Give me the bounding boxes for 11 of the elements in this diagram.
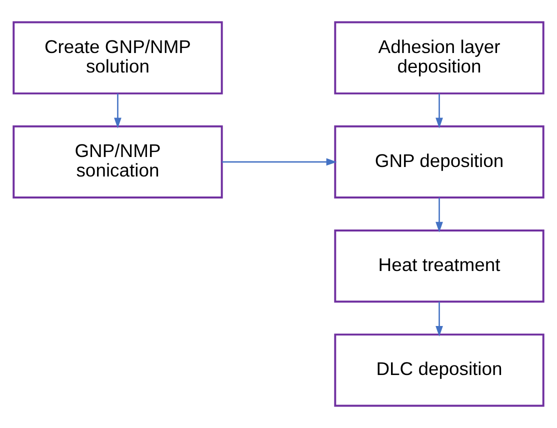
node-box: Heat treatment bbox=[334, 229, 544, 303]
node-box: Create GNP/NMP solution bbox=[12, 21, 223, 94]
node-box: Adhesion layer deposition bbox=[334, 21, 544, 94]
arrow bbox=[114, 94, 122, 128]
arrow bbox=[436, 198, 443, 232]
node-box: DLC deposition bbox=[334, 334, 544, 407]
arrow bbox=[222, 158, 337, 166]
node-box: GNP deposition bbox=[334, 125, 544, 199]
node-box: GNP/NMP sonication bbox=[12, 125, 223, 199]
arrow bbox=[436, 94, 443, 128]
arrow bbox=[436, 302, 443, 337]
